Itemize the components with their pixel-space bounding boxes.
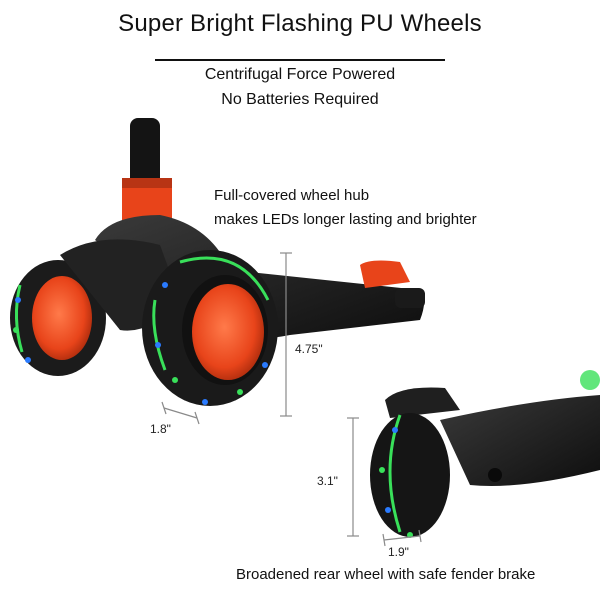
subtitle-line-1: Centrifugal Force Powered <box>204 66 396 83</box>
rear-wheel-caption: Broadened rear wheel with safe fender br… <box>236 566 536 583</box>
rear-scooter-body <box>385 370 600 486</box>
rear-wheel-width-label: 1.9" <box>388 545 409 559</box>
subtitle-line-2: No Batteries Required <box>221 91 379 108</box>
title-divider <box>155 59 445 61</box>
front-wheel-width-label: 1.8" <box>150 422 171 436</box>
front-left-wheel <box>10 260 106 376</box>
front-right-wheel <box>142 250 278 406</box>
rear-wheel-height-label: 3.1" <box>317 474 338 488</box>
hub-callout-line-1: Full-covered wheel hub <box>214 187 370 204</box>
rear-width-dimension-line <box>382 529 422 547</box>
hub-callout-line-2: makes LEDs longer lasting and brighter <box>214 211 477 228</box>
front-width-dimension-line <box>161 401 200 425</box>
front-wheel-height-label: 4.75" <box>295 342 323 356</box>
rear-height-dimension-line <box>347 417 359 537</box>
page-title: Super Bright Flashing PU Wheels <box>118 10 482 37</box>
front-height-dimension-line <box>280 252 292 417</box>
rear-wheel <box>370 413 502 538</box>
